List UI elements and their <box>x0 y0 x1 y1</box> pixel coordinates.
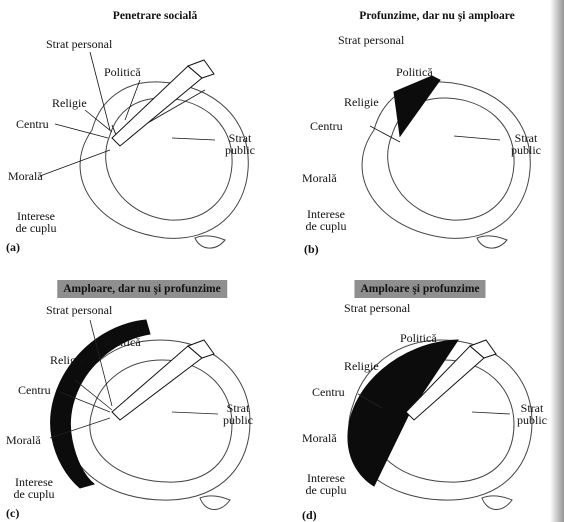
panel-letter: (c) <box>6 506 19 521</box>
label-center: Centru <box>16 118 49 130</box>
wedge-c <box>112 340 214 420</box>
label-center: Centru <box>310 120 343 132</box>
label-public-layer: Strat public <box>514 402 550 426</box>
label-personal-layer: Strat personal <box>338 34 404 46</box>
label-couple-interests: Interese de cuplu <box>300 472 352 496</box>
label-personal-layer: Strat personal <box>46 304 112 316</box>
onion-stem <box>477 236 507 248</box>
panel-title: Profunzime, dar nu şi amploare <box>359 10 515 22</box>
onion-stem <box>195 236 225 248</box>
panel-a: Penetrare socială Strat personal Politic… <box>0 0 282 262</box>
label-couple-interests: Interese de cuplu <box>300 208 352 232</box>
panel-b: Profunzime, dar nu şi amploare Strat per… <box>282 0 564 262</box>
onion-layer <box>106 98 232 220</box>
leader-lines <box>370 126 500 142</box>
panel-title: Penetrare socială <box>113 10 197 22</box>
onion-outline <box>362 82 530 238</box>
onion-stem <box>482 496 512 510</box>
panel-letter: (b) <box>304 242 319 257</box>
label-politics: Politică <box>104 336 141 348</box>
panel-title: Amploare şi profunzime <box>354 280 485 298</box>
label-public-layer: Strat public <box>220 402 256 426</box>
label-couple-interests: Interese de cuplu <box>10 210 62 234</box>
label-religion: Religie <box>52 97 87 109</box>
label-morality: Morală <box>302 172 337 184</box>
label-religion: Religie <box>50 354 85 366</box>
label-politics: Politică <box>400 332 437 344</box>
label-personal-layer: Strat personal <box>344 302 410 314</box>
label-politics: Politică <box>396 66 433 78</box>
panel-c: Amploare, dar nu şi profunzime Strat per… <box>0 262 282 522</box>
label-center: Centru <box>18 384 51 396</box>
label-center: Centru <box>312 386 345 398</box>
panel-d: Amploare şi profunzime Strat personal Po… <box>282 262 564 522</box>
panel-letter: (a) <box>6 240 20 255</box>
label-politics: Politică <box>104 66 141 78</box>
label-public-layer: Strat public <box>222 132 258 156</box>
label-morality: Morală <box>6 434 41 446</box>
label-religion: Religie <box>344 360 379 372</box>
panel-title: Amploare, dar nu şi profunzime <box>57 280 227 298</box>
label-personal-layer: Strat personal <box>46 38 112 50</box>
deep-narrow-wedge <box>394 76 440 136</box>
label-morality: Morală <box>302 432 337 444</box>
panel-letter: (d) <box>302 508 317 522</box>
label-morality: Morală <box>8 170 43 182</box>
onion-stem <box>200 496 230 510</box>
label-religion: Religie <box>344 96 379 108</box>
label-couple-interests: Interese de cuplu <box>8 476 60 500</box>
scan-shadow <box>550 0 564 522</box>
label-public-layer: Strat public <box>508 132 544 156</box>
